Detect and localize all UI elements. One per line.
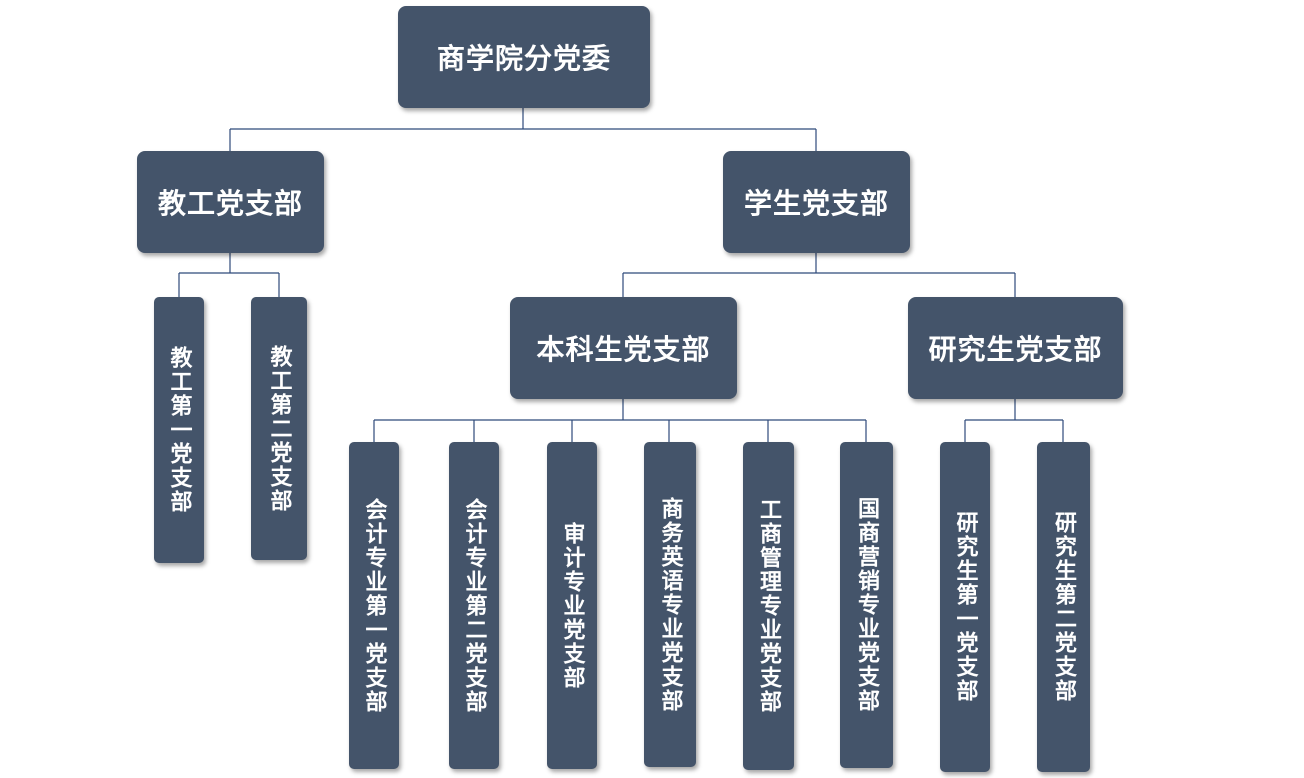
- undergrad-branch-node: 本科生党支部: [510, 297, 737, 399]
- student-branch-label: 学生党支部: [743, 187, 889, 220]
- root-node: 商学院分党委: [398, 6, 650, 108]
- undergrad-branch-5-label: 工商管理专业党支部: [756, 498, 782, 714]
- undergrad-branch-6-label: 国商营销专业党支部: [854, 497, 880, 713]
- undergrad-branch-4-label: 商务英语专业党支部: [657, 496, 684, 713]
- undergrad-branch-1-label: 会计专业第一党支部: [361, 497, 388, 714]
- faculty-branch-1-node: 教工第一党支部: [154, 297, 204, 563]
- root-label: 商学院分党委: [436, 42, 611, 75]
- graduate-branch-1-label: 研究生第一党支部: [952, 511, 979, 703]
- undergrad-branch-2-label: 会计专业第二党支部: [461, 497, 488, 714]
- undergrad-branch-2-node: 会计专业第二党支部: [449, 442, 499, 769]
- faculty-branch-label: 教工党支部: [157, 187, 303, 220]
- graduate-branch-1-node: 研究生第一党支部: [940, 442, 990, 772]
- graduate-branch-2-node: 研究生第二党支部: [1037, 442, 1090, 772]
- undergrad-branch-5-node: 工商管理专业党支部: [743, 442, 794, 770]
- student-branch-node: 学生党支部: [723, 151, 910, 253]
- faculty-branch-node: 教工党支部: [137, 151, 324, 253]
- graduate-branch-node: 研究生党支部: [908, 297, 1123, 399]
- faculty-branch-1-label: 教工第一党支部: [166, 346, 193, 514]
- undergrad-branch-6-node: 国商营销专业党支部: [840, 442, 893, 768]
- faculty-branch-2-label: 教工第二党支部: [266, 344, 293, 513]
- undergrad-branch-label: 本科生党支部: [536, 333, 711, 366]
- undergrad-branch-3-node: 审计专业党支部: [547, 442, 597, 769]
- undergrad-branch-4-node: 商务英语专业党支部: [644, 442, 696, 767]
- undergrad-branch-1-node: 会计专业第一党支部: [349, 442, 399, 769]
- undergrad-branch-3-label: 审计专业党支部: [559, 521, 586, 690]
- faculty-branch-2-node: 教工第二党支部: [251, 297, 307, 560]
- graduate-branch-2-label: 研究生第二党支部: [1051, 511, 1077, 703]
- graduate-branch-label: 研究生党支部: [928, 333, 1103, 366]
